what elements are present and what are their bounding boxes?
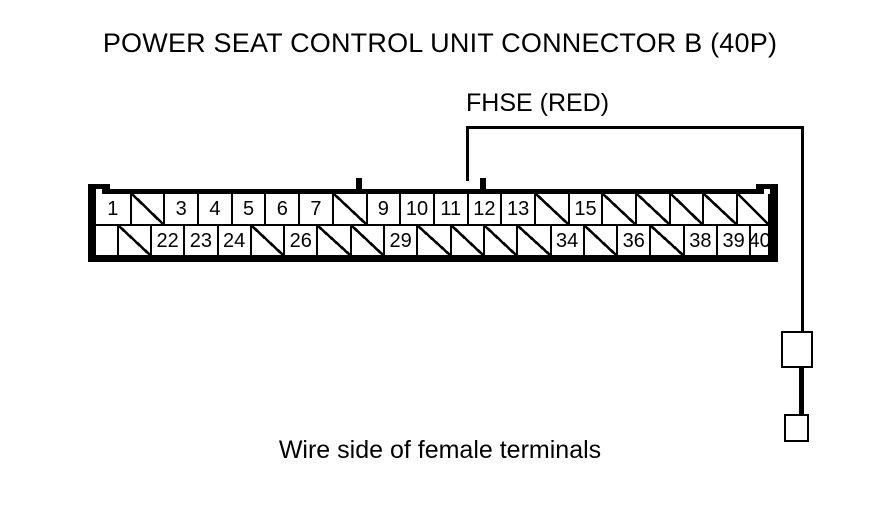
pin-cell-unused (331, 194, 366, 226)
pin-cell-13: 13 (500, 194, 534, 226)
housing-top-right-step (756, 184, 778, 189)
pin-cell-unused (668, 194, 703, 226)
housing-top-left-step (88, 184, 110, 189)
pin-cell-unused (249, 226, 284, 255)
terminal-tip-box (784, 414, 809, 442)
pin-cell-unused (649, 226, 683, 255)
pin-cell-unused (449, 226, 483, 255)
pin-cell-3: 3 (163, 194, 198, 226)
housing-left-wall (88, 184, 96, 262)
pin-cell-29: 29 (383, 226, 417, 255)
pin-cell-39: 39 (715, 226, 750, 255)
figure-caption: Wire side of female terminals (278, 436, 602, 464)
pin-cell-38: 38 (682, 226, 716, 255)
pin-cell-unused (416, 226, 450, 255)
pin-cell-15: 15 (567, 194, 602, 226)
pin-cell-10: 10 (399, 194, 433, 226)
pin-cell-11: 11 (432, 194, 467, 226)
pin-cell-unused (96, 226, 117, 255)
pin-cell-unused (116, 226, 150, 255)
pin-cell-24: 24 (216, 226, 250, 255)
pin-cell-unused (349, 226, 384, 255)
pin-cell-unused (635, 194, 669, 226)
terminal-body-box (781, 331, 813, 368)
latch-tab-bar (356, 189, 486, 194)
housing-right-wall (770, 184, 778, 262)
callout-label-fhse: FHSE (RED) (466, 89, 610, 117)
pin-cell-40: 40 (749, 226, 770, 255)
pin-cell-6: 6 (264, 194, 299, 226)
pin-cell-4: 4 (197, 194, 231, 226)
pin-cell-1: 1 (96, 194, 130, 226)
pin-cell-23: 23 (183, 226, 217, 255)
latch-tab-post-right (480, 178, 486, 194)
pin-cell-12: 12 (466, 194, 501, 226)
pin-cell-unused (601, 194, 635, 226)
latch-tab-post-left (356, 178, 362, 194)
pin-cell-34: 34 (549, 226, 583, 255)
pin-cell-5: 5 (230, 194, 265, 226)
pin-cell-22: 22 (149, 226, 184, 255)
pin-cell-unused (736, 194, 770, 226)
pin-cell-26: 26 (283, 226, 317, 255)
callout-leader-vertical-to-pin (466, 126, 469, 181)
pin-cell-36: 36 (616, 226, 650, 255)
pin-cell-unused (702, 194, 737, 226)
pin-cell-unused (533, 194, 568, 226)
terminal-wire-link (799, 367, 804, 415)
pin-cell-unused (482, 226, 517, 255)
callout-leader-horizontal (466, 126, 804, 129)
pin-cell-7: 7 (298, 194, 332, 226)
housing-bottom-wall (88, 254, 778, 262)
page-title: POWER SEAT CONTROL UNIT CONNECTOR B (40P… (102, 28, 778, 58)
pin-cell-unused (582, 226, 617, 255)
pin-cell-unused (516, 226, 550, 255)
callout-leader-vertical-to-terminal (801, 126, 804, 333)
pin-cell-unused (316, 226, 350, 255)
pin-cell-9: 9 (365, 194, 400, 226)
pin-cell-unused (129, 194, 164, 226)
